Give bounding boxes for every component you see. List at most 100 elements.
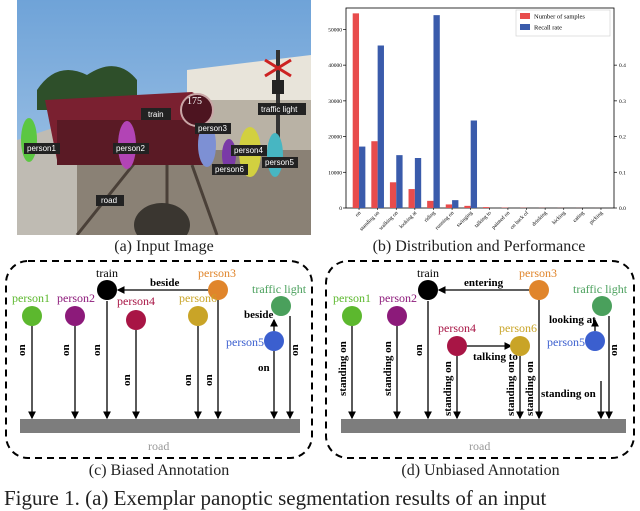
ytick-left-label: 20000 [328,135,342,141]
label-person4: person4 [117,294,155,308]
input-image: 175 train traffic light person1 person2 [17,0,311,235]
caption-d: (d) Unbiased Annotation [321,462,640,480]
edge-standing-on-person2: standing on [382,341,394,396]
edge-talking-to: talking to [473,351,518,363]
label-person3: person3 [195,123,231,134]
bar-number-of-samples [409,189,415,208]
svg-text:train: train [148,110,164,119]
edge-standing-on-person3: standing on [524,361,536,416]
ytick-right-label: 0.1 [619,170,626,176]
label-person1: person1 [24,143,60,154]
ytick-right-label: 0.3 [619,99,626,105]
ytick-left-label: 30000 [328,99,342,105]
road-bar [341,419,626,433]
label-person5: person5 [547,335,585,349]
bar-recall-rate [396,155,402,208]
xtick-label: on [354,210,362,218]
edge-entering: entering [464,277,504,289]
label-traffic-light: traffic light [258,103,306,115]
label-train: train [96,266,118,280]
bar-recall-rate [415,158,421,208]
label-person1: person1 [12,291,50,305]
ytick-right-label: 0.2 [619,135,626,141]
bar-number-of-samples [427,201,433,208]
bar-number-of-samples [353,13,359,208]
xtick-label: drinking [531,210,549,228]
node-person2 [65,306,85,326]
legend-swatch [520,13,530,19]
xtick-label: painted on [491,210,512,231]
legend-label: Recall rate [534,25,562,32]
svg-text:person2: person2 [116,144,145,153]
node-person5 [585,331,605,351]
bar-number-of-samples [446,204,452,208]
unbiased-annotation-diagram: road person1 person2 train person3 tra [321,256,640,460]
edge-on-traffic-light: on [289,344,301,356]
road-bar [20,419,300,433]
bar-recall-rate [452,200,458,208]
edge-on-person1: on [16,344,28,356]
node-person3 [529,280,549,300]
label-person6: person6 [499,321,537,335]
label-train: train [417,266,439,280]
edge-standing-on-person6: standing on [505,361,517,416]
svg-text:person1: person1 [27,144,56,153]
node-person4 [447,336,467,356]
label-traffic-light: traffic light [252,282,307,296]
label-person3: person3 [519,266,557,280]
label-train: train [141,108,171,120]
edge-standing-on-person4: standing on [442,361,454,416]
svg-text:person3: person3 [198,124,227,133]
label-person2: person2 [57,291,95,305]
bar-recall-rate [433,15,439,208]
label-person4: person4 [231,145,267,156]
bar-number-of-samples [464,206,470,208]
bar-number-of-samples [371,141,377,208]
edge-on-person5: on [258,362,270,374]
label-person2: person2 [113,143,149,154]
node-train [418,280,438,300]
label-traffic-light: traffic light [573,282,628,296]
svg-text:person5: person5 [265,158,294,167]
bar-recall-rate [378,46,384,209]
xtick-label: walking on [378,210,400,232]
label-person3: person3 [198,266,236,280]
label-person6: person6 [212,164,248,175]
label-person6: person6 [179,291,217,305]
edge-on-person3: on [203,374,215,386]
svg-text:person6: person6 [215,165,244,174]
figure-caption: Figure 1. (a) Exemplar panoptic segmenta… [4,486,640,511]
edge-on-traffic-light: on [608,344,620,356]
label-person1: person1 [333,291,371,305]
road-label: road [148,439,169,453]
engine-number: 175 [187,96,202,107]
edge-looking-at: looking at [549,314,596,326]
edge-standing-on-person5: standing on [541,388,596,400]
bar-recall-rate [471,121,477,209]
node-person6 [188,306,208,326]
ytick-right-label: 0.4 [619,63,626,69]
xtick-label: eating [572,210,586,224]
edge-on-train: on [91,344,103,356]
biased-annotation-diagram: road person1 person2 train person3 [0,256,318,460]
svg-text:traffic light: traffic light [261,105,298,114]
node-person4 [126,310,146,330]
edge-on-person4: on [121,374,133,386]
bar-number-of-samples [483,207,489,208]
xtick-label: looking at [398,210,418,230]
node-person2 [387,306,407,326]
xtick-label: kicking [551,210,567,226]
edge-on-train: on [413,344,425,356]
svg-text:person4: person4 [234,146,263,155]
legend-swatch [520,24,530,30]
xtick-label: on back of [509,209,530,230]
ytick-left-label: 40000 [328,63,342,69]
ytick-left-label: 0 [339,206,342,212]
road-label: road [469,439,490,453]
caption-b: (b) Distribution and Performance [318,238,640,256]
node-person1 [22,306,42,326]
label-person4: person4 [438,321,476,335]
node-traffic-light [271,296,291,316]
label-road: road [96,195,124,206]
xtick-label: swinging [456,210,475,229]
